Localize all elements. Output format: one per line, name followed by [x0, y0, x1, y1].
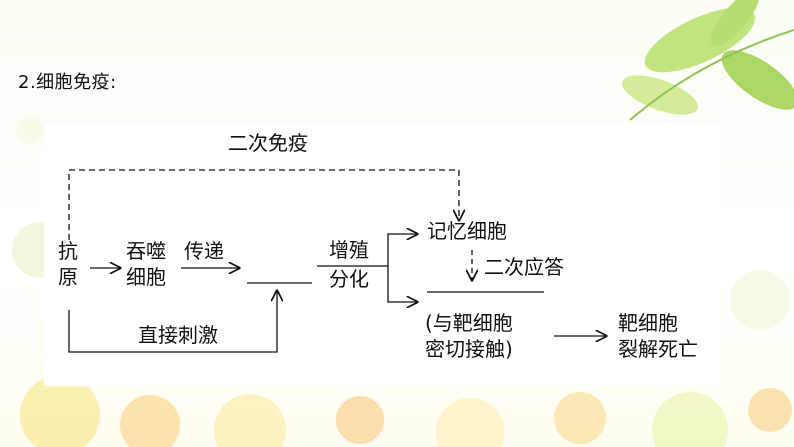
direct-stimulation-label: 直接刺激	[138, 323, 218, 347]
target-death-line-2: 裂解死亡	[618, 337, 698, 361]
antigen-line-1: 抗	[58, 239, 78, 263]
antigen-line-2: 原	[58, 265, 78, 289]
section-heading: 2.细胞免疫:	[18, 72, 117, 93]
proliferate-line-2: 分化	[329, 267, 369, 291]
arrow-to-memory-cell	[387, 234, 417, 266]
proliferate-line-1: 增殖	[329, 238, 369, 262]
transfer-label: 传递	[184, 239, 224, 263]
phagocyte-line-1: 吞噬	[126, 239, 166, 263]
secondary-response-label: 二次应答	[484, 255, 564, 279]
immune-diagram-panel: 二次免疫 抗 原 吞噬 细胞 传递 增殖 分化 记忆细胞 二次应答 直接刺激 (…	[44, 124, 720, 386]
contact-note-label: (与靶细胞 密切接触)	[425, 310, 513, 362]
phagocyte-line-2: 细胞	[126, 265, 166, 289]
flow-arrows	[68, 169, 720, 353]
target-death-label: 靶细胞 裂解死亡	[618, 310, 698, 362]
proliferate-differentiate-label: 增殖 分化	[329, 236, 369, 294]
leaf-decoration	[622, 0, 794, 121]
antigen-label: 抗 原	[58, 238, 78, 290]
contact-note-line-2: 密切接触)	[425, 337, 513, 361]
second-immunity-label: 二次免疫	[228, 131, 308, 155]
target-death-line-1: 靶细胞	[618, 311, 678, 335]
memory-cell-label: 记忆细胞	[427, 219, 507, 243]
arrow-to-effector-cell	[387, 266, 417, 302]
phagocyte-label: 吞噬 细胞	[126, 238, 166, 290]
contact-note-line-1: (与靶细胞	[425, 311, 513, 335]
second-immunity-path	[68, 169, 459, 240]
direct-stimulation-path	[68, 291, 277, 353]
